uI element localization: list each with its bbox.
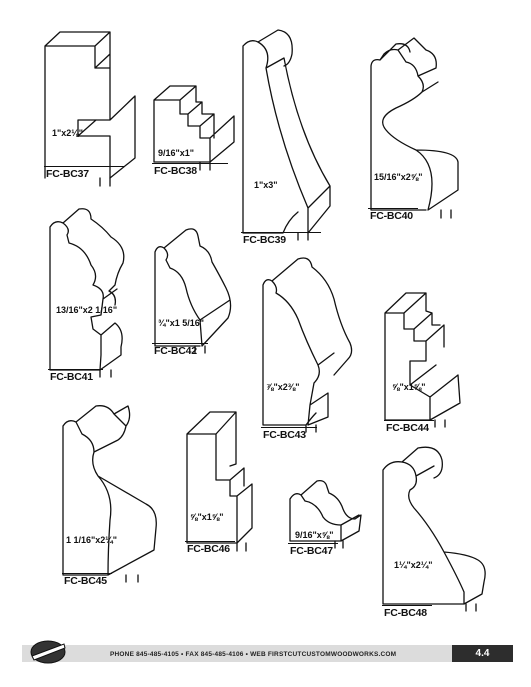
profile-fc-bc44-code: FC-BC44 (386, 422, 429, 434)
profile-fc-bc41 (45, 205, 140, 378)
profile-fc-bc45-size: 1 1/16"x2¼" (66, 535, 118, 545)
profile-fc-bc42-code: FC-BC42 (154, 345, 197, 357)
profile-fc-bc43 (258, 255, 358, 435)
profile-fc-bc48-size: 1¼"x2¼" (394, 560, 433, 570)
profile-fc-bc41-code: FC-BC41 (50, 371, 93, 383)
profile-fc-bc45 (58, 400, 178, 583)
profile-fc-bc38-size: 9/16"x1" (158, 148, 195, 158)
profile-fc-bc46-size: ⅝"x1⅝" (190, 512, 224, 522)
profile-fc-bc42-drawing (154, 228, 232, 354)
profile-fc-bc48 (378, 442, 498, 612)
footer-contact: PHONE 845-485-4105 • FAX 845-485-4106 • … (110, 651, 397, 658)
profile-fc-bc40 (366, 37, 476, 219)
profile-fc-bc37-size: 1"x2⅛" (52, 128, 84, 138)
profile-fc-bc39 (238, 28, 358, 241)
profile-fc-bc44-size: ⅝"x1⅝" (392, 382, 426, 392)
profile-fc-bc45-drawing (62, 405, 157, 583)
profile-fc-bc44-drawing (384, 292, 461, 428)
profile-fc-bc45-code: FC-BC45 (64, 575, 107, 587)
profile-fc-bc40-code: FC-BC40 (370, 210, 413, 222)
profile-fc-bc39-drawing (242, 29, 331, 241)
profile-fc-bc43-code: FC-BC43 (263, 429, 306, 441)
profile-fc-bc41-drawing (49, 208, 125, 378)
profile-fc-bc46 (182, 408, 272, 558)
profile-fc-bc48-code: FC-BC48 (384, 607, 427, 619)
profile-fc-bc43-size: ⅞"x2⅜" (266, 382, 300, 392)
page-number: 4.4 (452, 645, 513, 662)
profile-fc-bc47-drawing (289, 479, 362, 549)
profile-fc-bc48-drawing (382, 446, 486, 612)
profile-fc-bc39-code: FC-BC39 (243, 234, 286, 246)
profile-fc-bc40-size: 15/16"x2⅝" (374, 172, 423, 182)
footer-bar (22, 645, 513, 662)
profile-fc-bc40-drawing (370, 37, 459, 219)
profile-fc-bc47 (285, 475, 370, 555)
profile-fc-bc42 (150, 226, 245, 366)
first-cut-logo-icon (28, 636, 68, 666)
profile-fc-bc47-code: FC-BC47 (290, 545, 333, 557)
profile-fc-bc43-drawing (262, 257, 353, 433)
profile-fc-bc42-size: ¾"x1 5/16" (158, 318, 205, 328)
profile-fc-bc47-size: 9/16"x⅝" (295, 530, 334, 540)
profile-fc-bc37-drawing (44, 31, 136, 187)
profile-fc-bc38-code: FC-BC38 (154, 165, 197, 177)
profile-fc-bc37 (40, 28, 140, 188)
profile-fc-bc44 (380, 285, 470, 428)
profile-fc-bc37-code: FC-BC37 (46, 168, 89, 180)
profile-fc-bc39-size: 1"x3" (254, 180, 278, 190)
profile-fc-bc46-code: FC-BC46 (187, 543, 230, 555)
profile-fc-bc41-size: 13/16"x2 1/16" (56, 305, 118, 315)
profile-fc-bc46-drawing (186, 411, 253, 552)
